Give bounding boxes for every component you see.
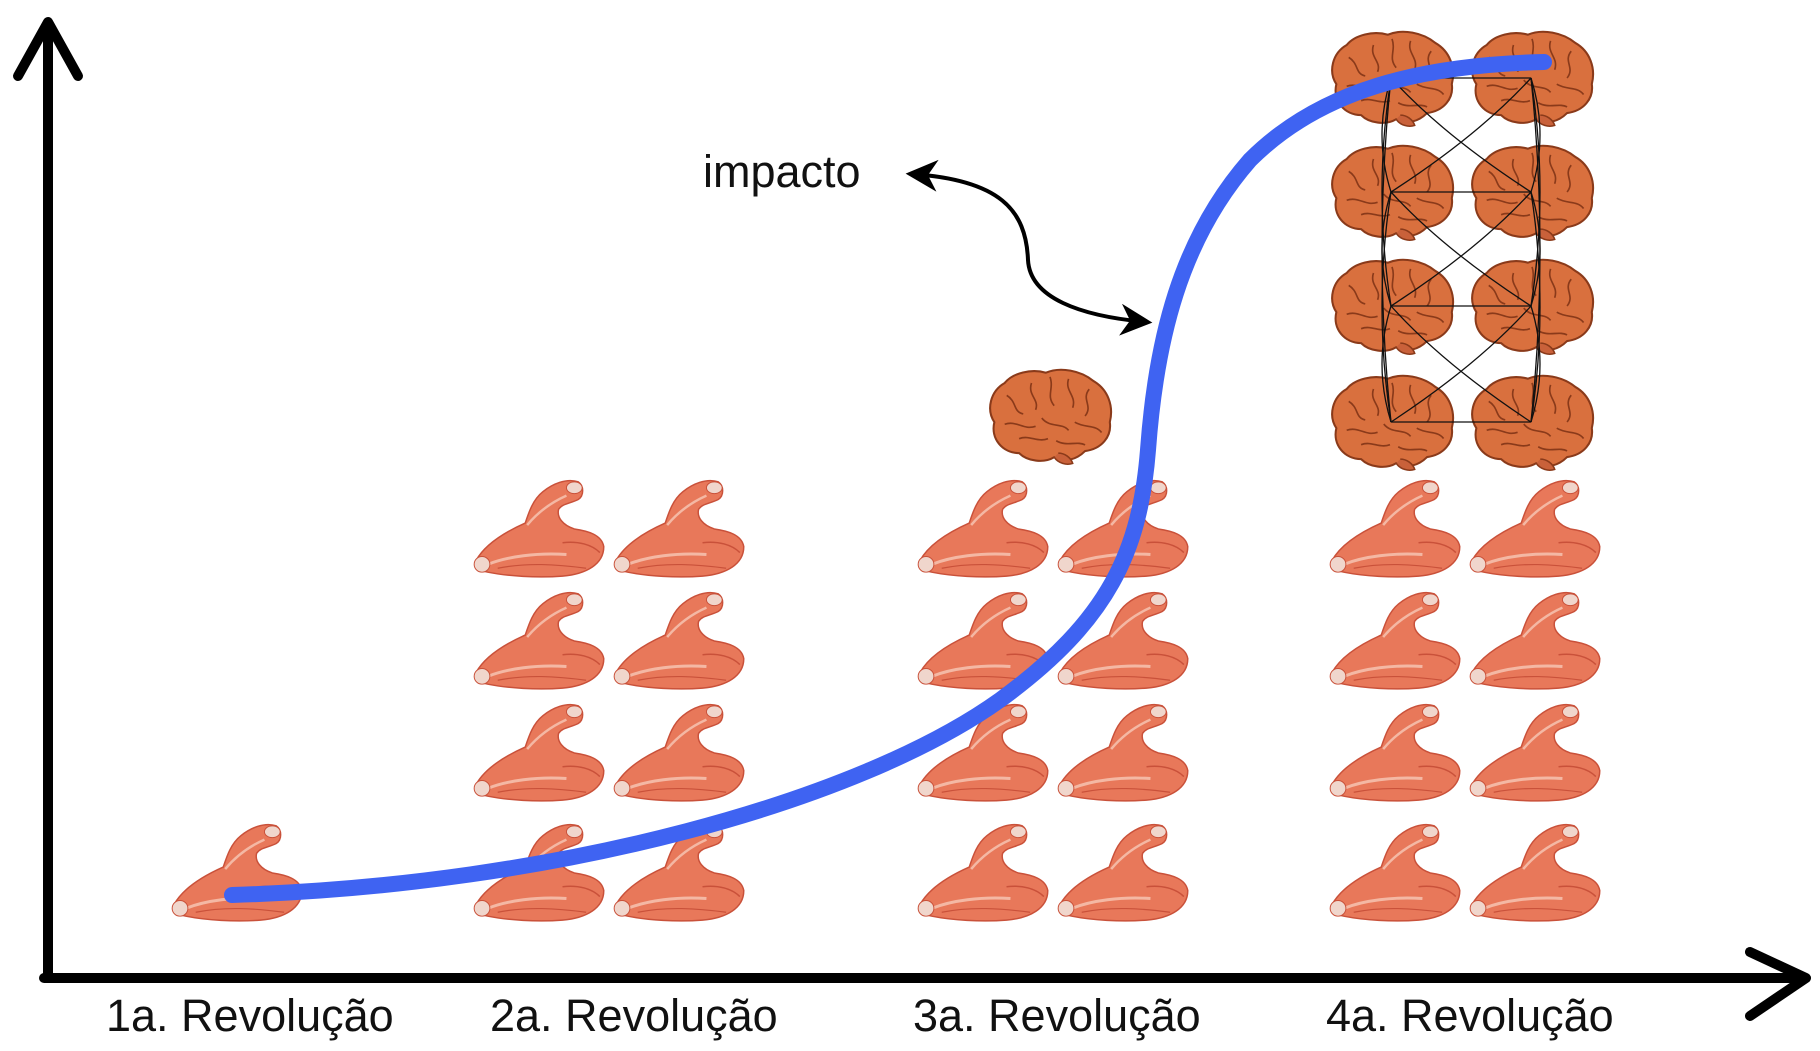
flexed-arm-icon (472, 591, 606, 691)
flexed-arm-icon (1468, 823, 1602, 923)
network-link (1390, 305, 1532, 423)
network-link (1390, 191, 1532, 307)
brain-icon (1331, 374, 1455, 472)
impact-annotation-arrow (905, 159, 1153, 336)
network-link (1390, 305, 1532, 423)
flexed-arm-icon (1056, 823, 1190, 923)
flexed-arm-icon (612, 703, 746, 803)
revolution-label-3: 3a. Revolução (913, 990, 1201, 1041)
icon-groups (170, 30, 1602, 923)
flexed-arm-icon (612, 479, 746, 579)
flexed-arm-icon (612, 591, 746, 691)
flexed-arm-icon (1468, 591, 1602, 691)
network-link (1381, 191, 1392, 307)
revolution-label-1: 1a. Revolução (106, 990, 394, 1041)
network-link (1381, 77, 1392, 307)
impact-curve (224, 54, 1552, 903)
network-link (1530, 77, 1541, 307)
flexed-arm-icon (916, 823, 1050, 923)
impact-label: impacto (703, 146, 861, 197)
network-link (1390, 77, 1532, 193)
network-link (1390, 191, 1532, 307)
brain-icon (989, 368, 1113, 466)
brain-icon (1471, 144, 1595, 242)
x-axis-arrowhead (1745, 947, 1811, 1021)
flexed-arm-icon (1328, 479, 1462, 579)
network-link (1381, 191, 1392, 423)
revolution-label-2: 2a. Revolução (490, 990, 778, 1041)
flexed-arm-icon (1328, 703, 1462, 803)
brain-icon (1471, 258, 1595, 356)
flexed-arm-icon (170, 823, 304, 923)
flexed-arm-icon (472, 703, 606, 803)
flexed-arm-icon (1328, 823, 1462, 923)
network-link (1530, 77, 1541, 423)
flexed-arm-icon (472, 479, 606, 579)
revolution-label-4: 4a. Revolução (1326, 990, 1614, 1041)
network-link (1530, 191, 1541, 423)
flexed-arm-icon (916, 479, 1050, 579)
network-link (1530, 77, 1541, 193)
brain-icon (1471, 374, 1595, 472)
flexed-arm-icon (1468, 703, 1602, 803)
network-link (1381, 77, 1392, 423)
network-link (1390, 77, 1532, 193)
flexed-arm-icon (1328, 591, 1462, 691)
flexed-arm-icon (1468, 479, 1602, 579)
network-link (1530, 191, 1541, 307)
y-axis-arrowhead (13, 17, 83, 81)
brain-network (1381, 77, 1541, 423)
flexed-arm-icon (1056, 703, 1190, 803)
network-link (1530, 305, 1541, 423)
network-link (1381, 305, 1392, 423)
brain-icon (1471, 30, 1595, 128)
